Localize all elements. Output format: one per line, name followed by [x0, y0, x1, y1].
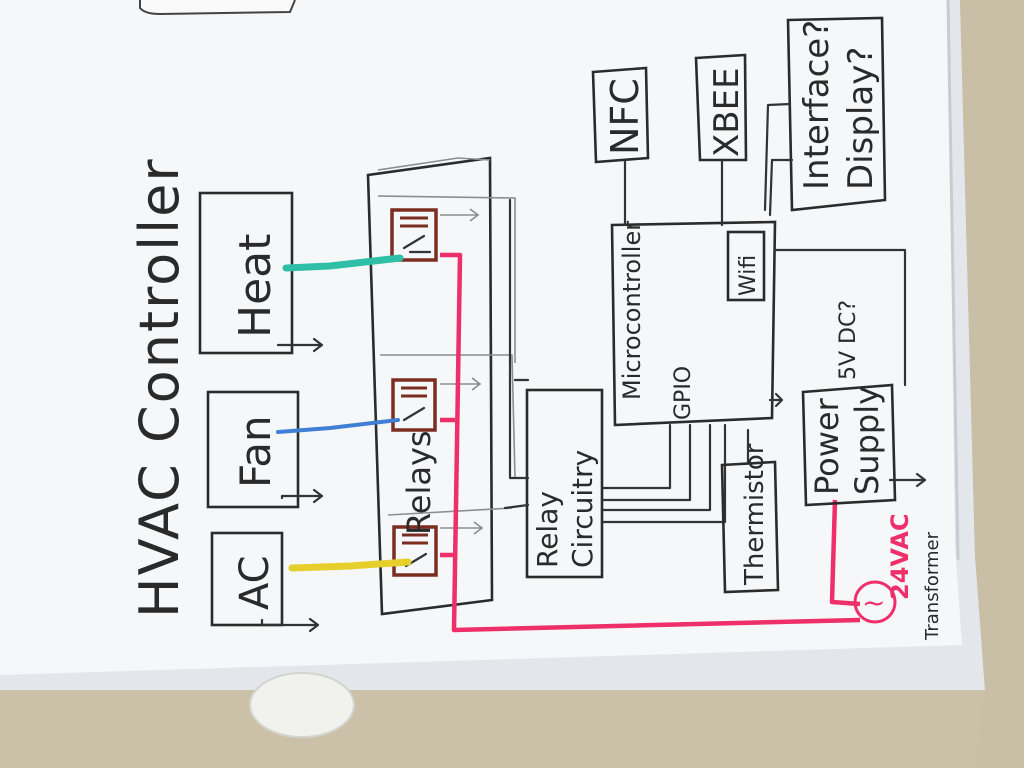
xbee-box: XBEE	[694, 53, 748, 227]
microcontroller-label: Microcontroller	[618, 221, 646, 400]
interface-line2: Display?	[841, 47, 881, 190]
paper-top-edge	[139, 0, 296, 16]
nfc-label: NFC	[603, 78, 647, 155]
microcontroller-box: Microcontroller GPIO Wifi	[610, 220, 784, 427]
heat-label: Heat	[230, 234, 281, 338]
relay-board	[366, 156, 516, 616]
marker-tray-cap	[249, 672, 355, 738]
diagram-title: HVAC Controller	[128, 157, 191, 618]
fan-label: Fan	[231, 415, 280, 488]
relay-circuitry-line2: Circuitry	[566, 450, 599, 568]
power-supply-box: Power Supply 5V DC?	[773, 248, 927, 507]
nfc-box: NFC	[591, 66, 650, 227]
load-arrows	[260, 337, 324, 633]
wire-ac	[288, 558, 412, 572]
wall-right	[960, 0, 1024, 768]
power-output-label: 5V DC?	[836, 300, 861, 380]
transformer-symbol: ~ 24VAC Transformer	[853, 513, 943, 641]
relay-fan	[391, 377, 482, 432]
thermistor-label: Thermistor	[740, 443, 770, 586]
relays-label: Relays	[400, 430, 438, 535]
wire-fan	[276, 418, 400, 434]
ac-box: AC	[210, 531, 284, 627]
wifi-label: Wifi	[736, 255, 761, 296]
source-voltage-label: 24VAC	[886, 513, 914, 600]
wire-heat	[282, 254, 404, 272]
wire-24vac	[440, 252, 861, 633]
gpio-label: GPIO	[671, 366, 696, 420]
gpio-lines	[601, 423, 727, 524]
frame-edge	[946, 0, 960, 561]
relay-heat	[390, 208, 480, 262]
fan-box: Fan	[206, 390, 300, 509]
relay-circuitry-line1: Relay	[531, 491, 564, 568]
ac-label: AC	[232, 555, 278, 610]
power-supply-line2: Supply	[848, 386, 886, 495]
heat-box: Heat	[198, 191, 294, 355]
transformer-label: Transformer	[922, 531, 943, 641]
interface-box: Interface? Display?	[763, 16, 887, 217]
relay-circuitry-box: Relay Circuitry	[525, 388, 604, 579]
relay-control-lines	[503, 198, 530, 510]
thermistor-box: Thermistor	[720, 428, 780, 594]
ac-source-symbol: ~	[862, 586, 885, 619]
interface-line1: Interface?	[797, 20, 837, 190]
xbee-label: XBEE	[707, 67, 747, 157]
power-supply-line1: Power	[808, 397, 846, 495]
